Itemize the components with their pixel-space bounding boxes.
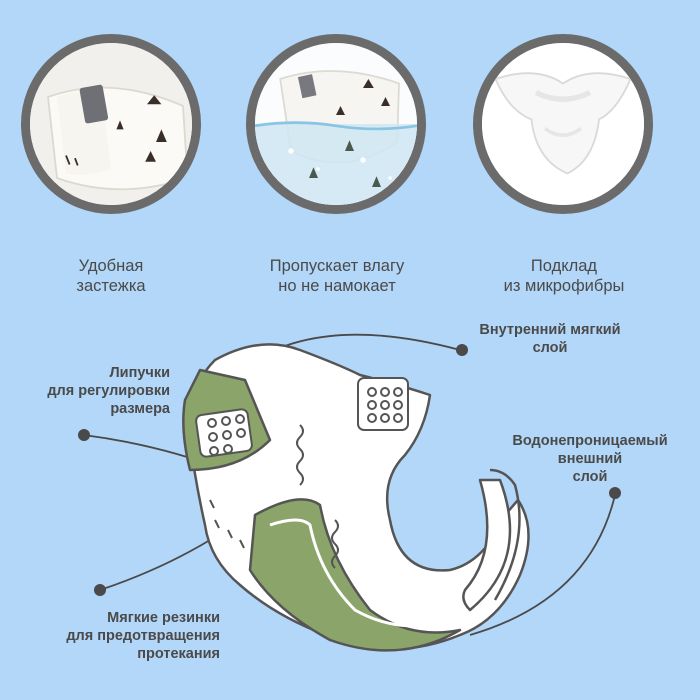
- callout-dots: [78, 344, 621, 596]
- velcro-pad-icon: [195, 408, 253, 458]
- lining-photo: [473, 34, 653, 214]
- caption-fastener: Удобная застежка: [76, 257, 146, 295]
- inner-layer-pad-icon: [357, 377, 409, 431]
- caption-water: Пропускает влагу но не намокает: [269, 257, 405, 295]
- caption-lining: Подклад из микрофибры: [503, 257, 625, 295]
- fastener-photo: [21, 34, 201, 214]
- callout-elastics: Мягкие резинки для предотвращения протек…: [66, 610, 220, 662]
- callout-inner-layer: Внутренний мягкий слой: [479, 322, 621, 356]
- callout-waterproof: Водонепроницаемый внешний слой: [512, 433, 668, 485]
- diaper-outline: [182, 343, 530, 652]
- water-photo: [246, 34, 426, 214]
- callout-velcro: Липучки для регулировки размера: [47, 365, 170, 417]
